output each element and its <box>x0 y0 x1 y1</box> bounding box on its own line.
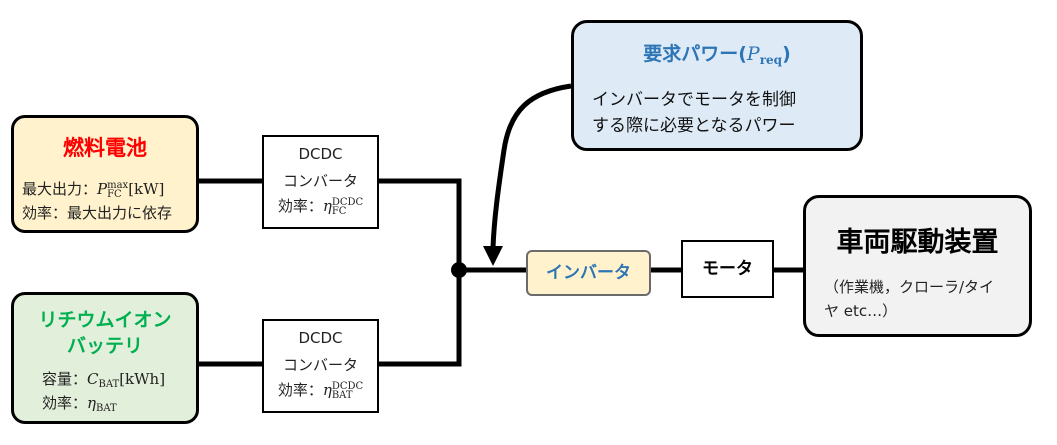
dcdc-fc-line2: コンバータ <box>282 172 358 190</box>
requested-power-label: 要求パワー( <box>643 43 747 65</box>
drive-unit-box: 車両駆動装置 （作業機，クローラ/タイ ヤ etc…） <box>803 195 1032 337</box>
battery-box: リチウムイオン バッテリ 容量：CBAT[kWh] 効率：ηBAT <box>11 292 199 424</box>
wire-dcdc-bat-to-junction <box>379 270 462 367</box>
dcdc-fc-eff-sub: FC <box>331 205 347 217</box>
dcdc-bat-eff-label: 効率： <box>277 381 323 399</box>
requested-power-desc-line2: する際に必要となるパワー <box>592 116 796 136</box>
max-output-symbol: P <box>97 180 108 198</box>
requested-power-close: ) <box>782 43 791 65</box>
inverter-box: インバータ <box>526 250 651 296</box>
motor-box: モータ <box>681 240 774 298</box>
request-arrowhead <box>483 246 503 266</box>
junction-dot <box>451 262 467 278</box>
requested-power-title: 要求パワー(Preq) <box>574 39 860 67</box>
max-output-sub: FC <box>107 188 122 200</box>
dcdc-fc-line1: DCDC <box>298 145 343 163</box>
dcdc-bat-eff-sub: BAT <box>331 389 353 401</box>
battery-eff-symbol: η <box>87 394 97 412</box>
fuel-cell-title: 燃料電池 <box>63 136 147 160</box>
requested-power-box: 要求パワー(Preq) インバータでモータを制御 する際に必要となるパワー <box>571 20 863 151</box>
battery-efficiency: 効率：ηBAT <box>42 392 117 414</box>
max-output-unit: [kW] <box>128 180 165 198</box>
drive-unit-desc-line2: ヤ etc…） <box>824 302 898 320</box>
battery-eff-sub: BAT <box>96 403 117 414</box>
capacity-symbol: C <box>87 370 99 388</box>
max-output-label: 最大出力： <box>22 180 98 198</box>
battery-eff-label: 効率： <box>42 394 88 412</box>
drive-unit-title: 車両駆動装置 <box>836 227 999 258</box>
battery-capacity: 容量：CBAT[kWh] <box>42 368 165 390</box>
dcdc-bat-line1: DCDC <box>298 329 343 347</box>
dcdc-fc-eff-symbol: η <box>322 197 332 215</box>
capacity-sub: BAT <box>98 379 120 390</box>
dcdc-bat-eff-sup: DCDC <box>331 380 364 392</box>
wire-dcdc-fc-to-junction <box>379 178 462 270</box>
capacity-label: 容量： <box>42 370 88 388</box>
requested-power-symbol: P <box>746 43 760 65</box>
requested-power-sub: req <box>759 53 783 67</box>
battery-title-line1: リチウムイオン <box>38 309 172 331</box>
fuel-cell-efficiency: 効率：最大出力に依存 <box>22 204 173 222</box>
drive-unit-desc-line1: （作業機，クローラ/タイ <box>824 278 995 296</box>
dcdc-bat-line2: コンバータ <box>282 356 358 374</box>
battery-title-line2: バッテリ <box>66 335 143 357</box>
max-output-sup: max <box>107 179 129 191</box>
requested-power-desc-line1: インバータでモータを制御 <box>592 90 796 110</box>
dcdc-fc-eff-sup: DCDC <box>331 196 364 208</box>
capacity-unit: [kWh] <box>119 370 166 388</box>
dcdc-bat-eff-symbol: η <box>322 381 332 399</box>
dcdc-fc-eff-label: 効率： <box>277 197 323 215</box>
request-arrow <box>490 83 572 249</box>
